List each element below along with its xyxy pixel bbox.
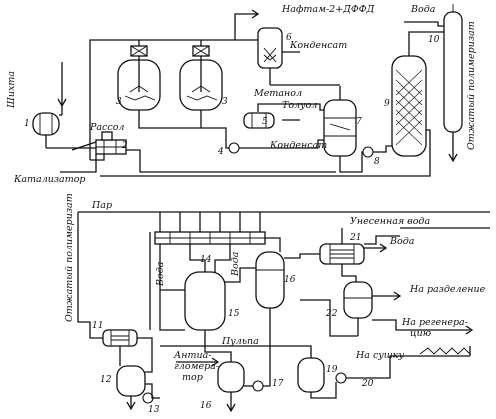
lower-piping (77, 212, 420, 399)
filter-belt (419, 346, 471, 357)
label-toluol: Толуол (282, 100, 317, 111)
label-metanol: Метанол (253, 88, 302, 99)
label-otzhaty-left: Отжатый полимеризат (64, 193, 75, 322)
number-2: 2 (121, 141, 128, 151)
vessel-15 (160, 271, 226, 346)
label-voda-mid-vert: Вода (230, 251, 241, 277)
number-15: 15 (228, 309, 240, 319)
separator-22 (300, 281, 474, 337)
label-shikhta: Шихта (6, 71, 17, 109)
vessel-12 (116, 346, 146, 411)
antiagglomerator-16 (204, 346, 245, 413)
column-10 (443, 4, 463, 163)
number-21: 21 (349, 233, 361, 243)
number-19: 19 (326, 365, 338, 375)
number-3a: 3 (116, 97, 122, 107)
number-4: 4 (217, 147, 224, 157)
number-20: 20 (361, 379, 374, 389)
upper-piping (46, 9, 444, 177)
vessel-6 (257, 27, 283, 85)
number-22: 22 (325, 309, 338, 319)
label-na-sushku: На сушку (355, 350, 404, 361)
reactor-3a (117, 45, 161, 122)
vessel-5 (243, 112, 275, 129)
number-17: 17 (272, 379, 284, 389)
pump-8 (362, 146, 374, 158)
label-antiaglo-2: гломера- (174, 361, 219, 372)
number-7: 7 (356, 117, 362, 127)
label-kondensat-mid: Конденсат (269, 140, 327, 151)
label-na-razdelenie: На разделение (409, 284, 486, 295)
number-14: 14 (200, 255, 212, 265)
label-par: Пар (91, 200, 112, 211)
pump-17 (252, 380, 264, 392)
steam-header (78, 211, 490, 229)
label-naftam: Нафтам-2+ДФФД (281, 4, 375, 15)
number-5: 5 (262, 117, 268, 127)
label-tsiyu: цию (410, 328, 431, 339)
catalyst-feeder-2 (95, 131, 127, 155)
label-antiaglo-3: тор (182, 372, 203, 383)
pump-20 (335, 372, 347, 384)
vessel-19 (270, 345, 337, 399)
column-9 (391, 55, 427, 157)
number-3b: 3 (222, 97, 228, 107)
number-16a: 16 (284, 275, 296, 285)
label-voda-top: Вода (410, 4, 436, 15)
vessel-1 (32, 112, 60, 148)
label-rassol: Рассол (89, 122, 124, 133)
number-16b: 16 (200, 401, 212, 411)
number-11: 11 (92, 321, 103, 331)
label-antiaglo-1: Антиа- (173, 350, 211, 361)
number-1: 1 (24, 119, 30, 129)
condenser-11 (102, 329, 138, 347)
number-8: 8 (374, 157, 380, 167)
label-pulpa: Пульпа (221, 336, 259, 347)
label-unesennaya-voda: Унесенная вода (350, 216, 430, 227)
label-otzhaty-top: Отжатый полимеризат (466, 21, 477, 150)
column-7 (323, 86, 357, 168)
reactor-3b (179, 45, 223, 122)
label-voda-left-vert: Вода (155, 261, 166, 287)
number-10: 10 (428, 35, 440, 45)
label-voda-right: Вода (389, 236, 415, 247)
shikhta-inlet (57, 62, 67, 116)
condenser-21 (284, 228, 388, 282)
number-13: 13 (148, 405, 160, 415)
number-12: 12 (100, 375, 112, 385)
vessel-18 (225, 251, 285, 346)
label-na-regenera: На регенера- (401, 317, 468, 328)
pump-4 (228, 142, 240, 154)
label-kondensat-top: Конденсат (289, 40, 347, 51)
number-6: 6 (286, 33, 292, 43)
label-katalizator: Катализатор (13, 174, 86, 185)
number-9: 9 (384, 99, 390, 109)
